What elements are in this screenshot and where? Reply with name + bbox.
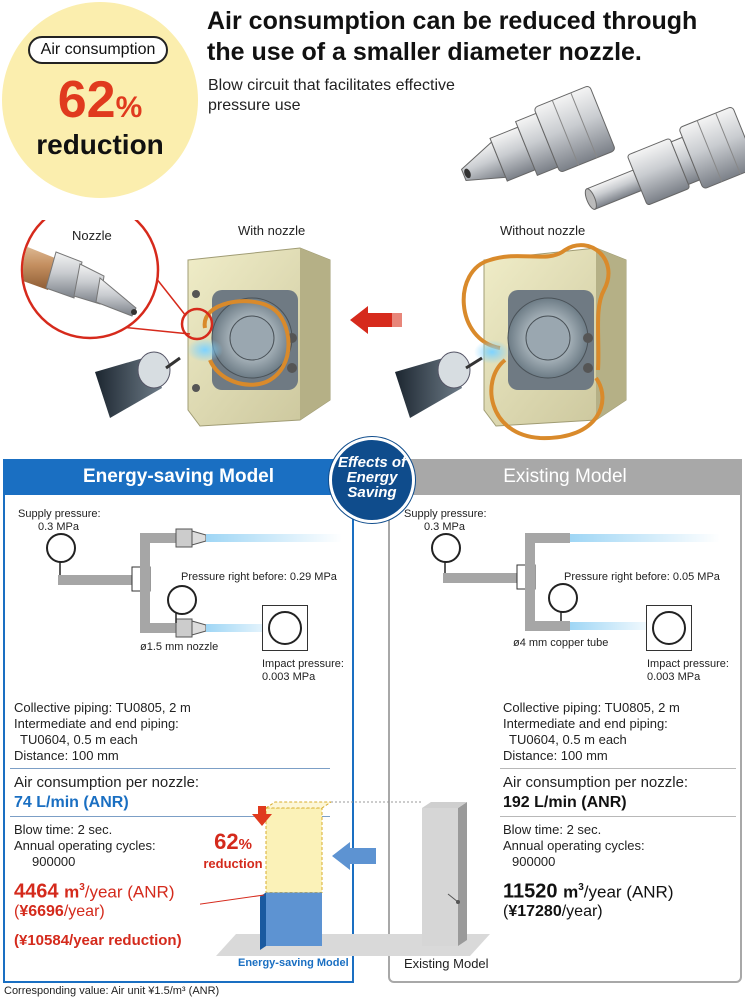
energy-saving-circuit-diagram — [58, 528, 342, 638]
ex-bar-label: Existing Model — [404, 956, 489, 971]
consumption-comparison-bars — [200, 801, 490, 956]
reduction-badge — [2, 2, 198, 198]
ex-annual-value: 900000 — [512, 854, 556, 869]
ex-piping-list: Collective piping: TU0805, 2 m Intermedi… — [503, 700, 680, 763]
es-divider-1 — [10, 768, 330, 769]
es-yearly-reduction: (¥10584/year reduction) — [14, 932, 182, 949]
nozzle-fittings-image — [460, 86, 745, 210]
ex-impact-gauge-icon — [652, 611, 686, 645]
ex-yearly-consumption: 11520 m3/year (ANR) — [503, 880, 674, 903]
existing-circuit-diagram — [443, 533, 720, 631]
effects-of-energy-saving-badge: Effects of Energy Saving — [329, 437, 415, 523]
es-yearly-cost: (¥6696/year) — [14, 903, 105, 920]
down-arrow-icon — [252, 806, 272, 826]
es-annual-value: 900000 — [32, 854, 76, 869]
ex-yearly-cost: (¥17280/year) — [503, 903, 603, 920]
chart-reduction-text: reduction — [203, 856, 263, 871]
existing-title: Existing Model — [388, 459, 742, 495]
es-impact-value: 0.003 MPa — [262, 671, 316, 683]
es-divider-2 — [10, 816, 330, 817]
ex-pressure-gauge-icon — [548, 583, 578, 613]
es-supply-value: 0.3 MPa — [38, 521, 79, 533]
ex-impact-value: 0.003 MPa — [647, 671, 701, 683]
ex-air-per-nozzle-label: Air consumption per nozzle: — [503, 774, 689, 791]
es-supply-label: Supply pressure: — [18, 508, 101, 520]
energy-saving-bar — [260, 801, 422, 950]
ex-air-per-nozzle-value: 192 L/min (ANR) — [503, 794, 627, 811]
pressure-gauge-icon — [167, 585, 197, 615]
ex-annual-label: Annual operating cycles: — [503, 838, 645, 853]
badge-percent: 62% — [57, 71, 143, 129]
ex-blow-time: Blow time: 2 sec. — [503, 822, 602, 837]
ex-divider-2 — [500, 816, 736, 817]
chart-reduction-percent: 62% — [214, 829, 252, 854]
es-air-per-nozzle-value: 74 L/min (ANR) — [14, 794, 129, 811]
ex-supply-gauge-icon — [431, 533, 461, 563]
with-nozzle-label: With nozzle — [238, 223, 306, 238]
machine-illustration — [20, 220, 627, 441]
ex-impact-label: Impact pressure: — [647, 658, 729, 670]
es-impact-label: Impact pressure: — [262, 658, 344, 670]
footnote: Corresponding value: Air unit ¥1.5/m³ (A… — [4, 985, 220, 997]
energy-saving-title: Energy-saving Model — [3, 459, 354, 495]
existing-bar — [422, 802, 467, 946]
es-piping-list: Collective piping: TU0805, 2 m Intermedi… — [14, 700, 191, 763]
es-yearly-consumption: 4464 m3/year (ANR) — [14, 880, 175, 903]
ex-divider-1 — [500, 768, 736, 769]
left-arrow-icon — [332, 842, 376, 870]
ex-pressure-before: Pressure right before: 0.05 MPa — [564, 571, 720, 583]
ex-tube-size: ø4 mm copper tube — [513, 637, 609, 649]
page-headline: Air consumption can be reduced through t… — [207, 7, 698, 66]
ex-supply-label: Supply pressure: — [404, 508, 487, 520]
es-pressure-before: Pressure right before: 0.29 MPa — [181, 571, 337, 583]
es-air-per-nozzle-label: Air consumption per nozzle: — [14, 774, 200, 791]
impact-gauge-icon — [268, 611, 302, 645]
es-nozzle-size: ø1.5 mm nozzle — [140, 641, 219, 653]
es-annual-label: Annual operating cycles: — [14, 838, 156, 853]
without-nozzle-label: Without nozzle — [500, 223, 586, 238]
ex-supply-value: 0.3 MPa — [424, 521, 465, 533]
nozzle-callout-label: Nozzle — [72, 228, 112, 243]
es-bar-label: Energy-saving Model — [238, 957, 349, 969]
supply-gauge-icon — [46, 533, 76, 563]
es-blow-time: Blow time: 2 sec. — [14, 822, 113, 837]
page-subheading: Blow circuit that facilitates effective … — [208, 77, 455, 114]
badge-pill-label: Air consumption — [28, 36, 168, 64]
badge-reduction-text: reduction — [36, 129, 164, 160]
